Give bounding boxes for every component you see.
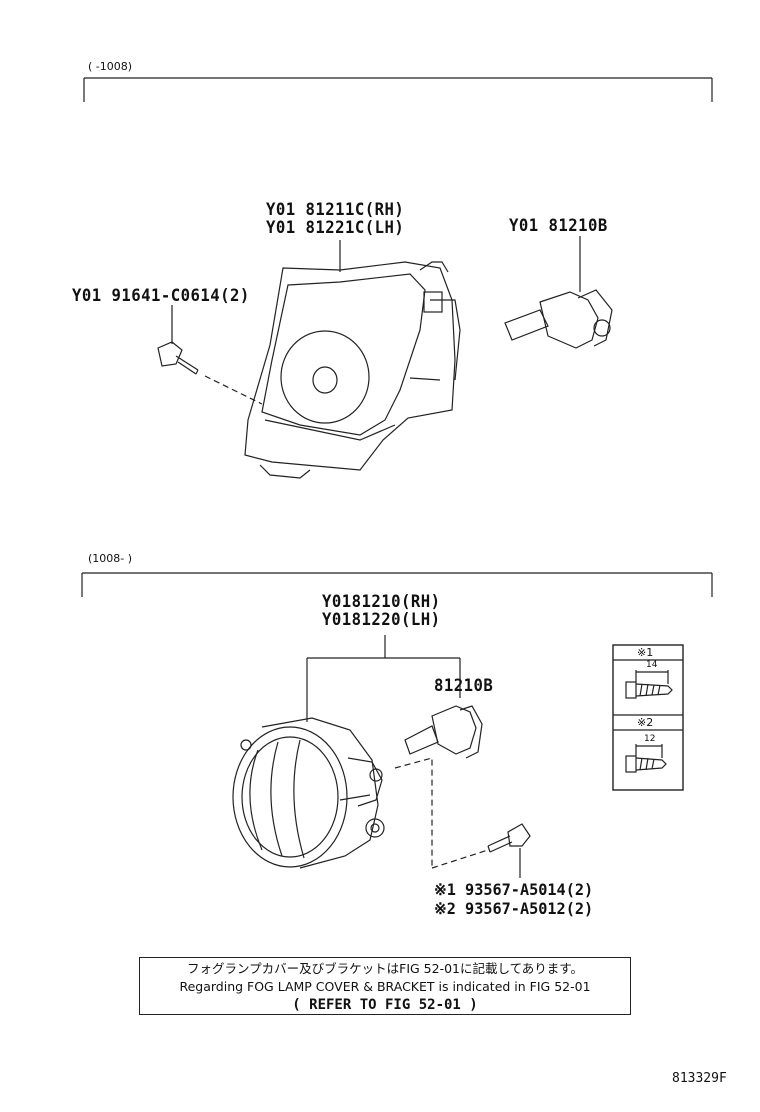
part-number-housing-lh[interactable]: Y01 81221C(LH) [266,218,405,238]
inset-dim-2: 12 [644,734,656,744]
bulb-bottom [404,705,483,759]
reference-note-box: フォグランプカバー及びブラケットはFIG 52-01に記載してあります。 Reg… [139,957,631,1015]
screw-top [157,341,199,375]
bulb-top [504,289,613,349]
part-number-bulb-bottom[interactable]: 81210B [434,676,494,696]
leader-lines-bottom [306,635,521,878]
leader-lines-top [171,236,581,405]
note-line-en: Regarding FOG LAMP COVER & BRACKET is in… [179,979,591,994]
part-number-bulb-top[interactable]: Y01 81210B [509,216,608,236]
part-number-lamp-lh[interactable]: Y0181220(LH) [322,610,441,630]
part-number-lamp-rh[interactable]: Y0181210(RH) [322,592,441,612]
part-number-screw-1[interactable]: ※1 93567-A5014(2) [434,880,594,899]
note-refer-link[interactable]: ( REFER TO FIG 52-01 ) [292,997,478,1013]
range-label-bottom: (1008- ) [88,552,133,565]
figure-id: 813329F [672,1071,727,1086]
fog-lamp-housing-top [244,261,461,479]
part-number-housing-rh[interactable]: Y01 81211C(RH) [266,200,405,220]
fog-lamp-round-bottom [232,717,385,869]
note-line-jp: フォグランプカバー及びブラケットはFIG 52-01に記載してあります。 [187,961,583,976]
screw-bottom [487,823,531,853]
part-number-screw-top[interactable]: Y01 91641-C0614(2) [72,286,250,306]
section-bracket-top [83,77,713,102]
inset-dim-1: 14 [646,660,658,670]
range-label-top: ( -1008) [88,60,133,73]
inset-label-2: ※2 [637,716,654,729]
screw-inset-box [612,644,684,791]
section-bracket-bottom [81,572,713,597]
part-number-screw-2[interactable]: ※2 93567-A5012(2) [434,899,594,918]
inset-label-1: ※1 [637,646,654,659]
